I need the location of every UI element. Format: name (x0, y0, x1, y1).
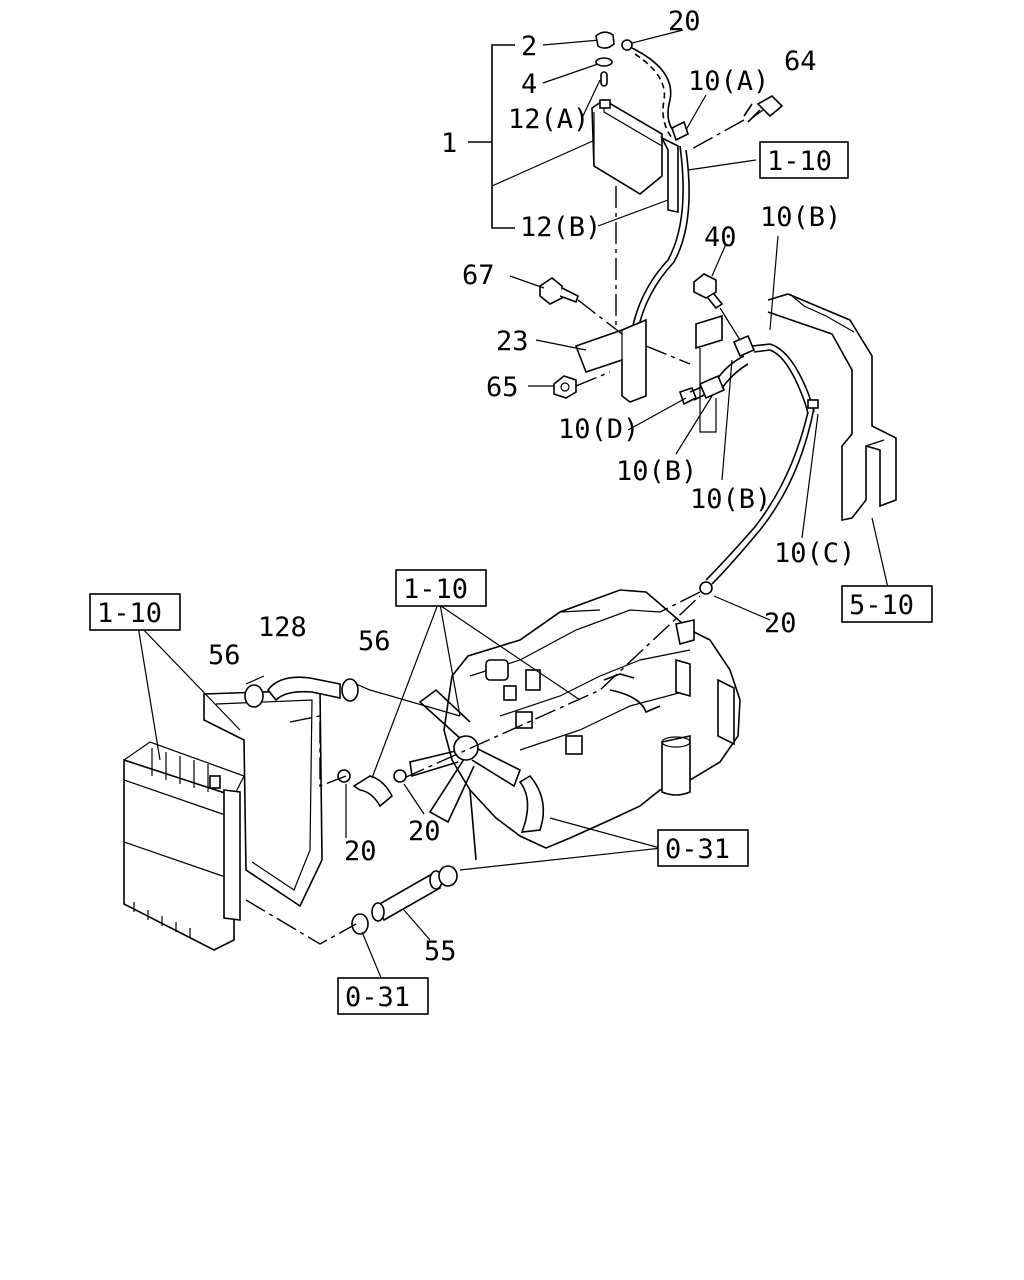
radiator-hoses (244, 675, 461, 945)
bolt-40 (693, 273, 724, 310)
svg-text:1-10: 1-10 (403, 574, 468, 605)
frame-rail (767, 293, 897, 589)
callout-12b: 12(B) (520, 212, 601, 243)
callout-40: 40 (704, 222, 737, 253)
bolt-64 (743, 95, 784, 123)
engine-block (403, 589, 741, 861)
reference-boxes: 1-10 1-10 1-10 5-10 0-31 0-31 (89, 141, 933, 1015)
bracket-23 (574, 318, 647, 403)
ref-0-31-bottom: 0-31 (337, 977, 429, 1015)
ref-1-10-top: 1-10 (759, 141, 849, 179)
callout-23: 23 (496, 326, 529, 357)
clamp-0-31-right (438, 865, 458, 887)
reservoir-tank-12a (591, 99, 663, 195)
svg-text:5-10: 5-10 (849, 590, 914, 621)
clamp-20-mid (393, 769, 407, 783)
callout-10b-1: 10(B) (616, 456, 697, 487)
callout-2: 2 (521, 31, 537, 62)
pin (600, 71, 608, 87)
clamp-56-right (341, 678, 359, 702)
callout-20-mid: 20 (408, 816, 441, 847)
callout-10a: 10(A) (688, 66, 769, 97)
svg-text:1-10: 1-10 (767, 146, 832, 177)
ref-0-31-right: 0-31 (657, 829, 749, 867)
reservoir-assembly (468, 29, 819, 621)
ref-5-10: 5-10 (841, 585, 933, 623)
bracket-12b (660, 136, 679, 213)
callout-55: 55 (424, 936, 457, 967)
callout-56-right: 56 (358, 626, 391, 657)
clamp-0-31-bottom (351, 913, 369, 935)
bolt-67 (539, 277, 579, 305)
cooling-fan (409, 688, 522, 861)
ref-1-10-left: 1-10 (89, 593, 181, 631)
callout-128: 128 (258, 612, 307, 643)
ref-1-10-mid: 1-10 (395, 569, 487, 607)
callout-64: 64 (784, 46, 817, 77)
callout-10c: 10(C) (774, 538, 855, 569)
svg-text:1-10: 1-10 (97, 598, 162, 629)
callout-67: 67 (462, 260, 495, 291)
nut-65 (553, 375, 577, 399)
clamp-20-top (621, 39, 633, 51)
seal-4 (595, 57, 613, 67)
callout-12a: 12(A) (508, 104, 589, 135)
callout-10b-top: 10(B) (760, 202, 841, 233)
callout-10b-2: 10(B) (690, 484, 771, 515)
clamp-20-mid-left (337, 769, 351, 783)
clamp-56-left (244, 684, 264, 708)
callout-56-left: 56 (208, 640, 241, 671)
callout-labels: 2 4 1 12(A) 12(B) 20 10(A) 64 10(B) 40 6… (208, 6, 855, 967)
callout-1: 1 (441, 128, 457, 159)
group-bracket (468, 44, 515, 229)
hose-128 (266, 676, 341, 702)
oil-filter (661, 735, 691, 796)
filler-cap-2 (595, 31, 615, 49)
svg-text:0-31: 0-31 (665, 834, 730, 865)
reference-leaders (137, 603, 663, 981)
svg-text:0-31: 0-31 (345, 982, 410, 1013)
callout-20-right: 20 (764, 608, 797, 639)
callout-20-mid-left: 20 (344, 836, 377, 867)
callout-10d: 10(D) (558, 414, 639, 445)
callout-4: 4 (521, 69, 537, 100)
callout-65: 65 (486, 372, 519, 403)
clamp-20-right (699, 581, 713, 595)
callout-20-top: 20 (668, 6, 701, 37)
radiator (123, 689, 323, 951)
